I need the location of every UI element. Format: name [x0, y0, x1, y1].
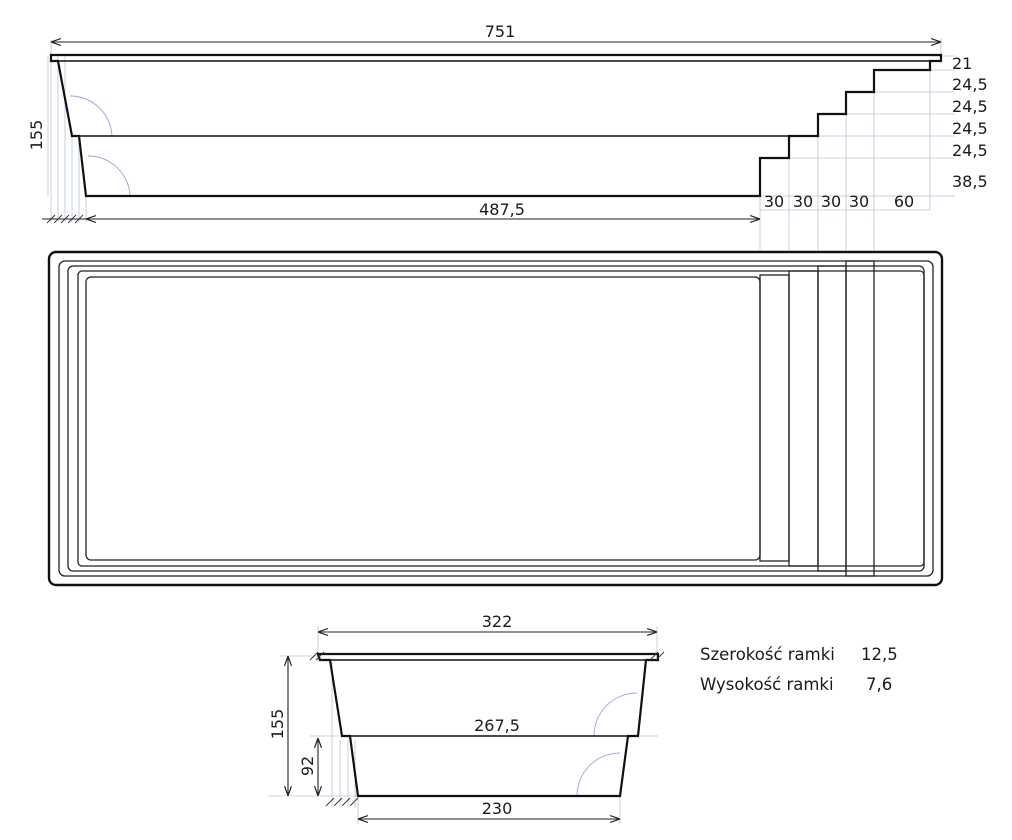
plan-step-4	[845, 260, 875, 577]
frame-height-value: 7,6	[866, 675, 892, 694]
plan-step-2	[788, 270, 819, 567]
dim-cross-top-width: 322	[482, 612, 513, 631]
plan-rim-inner	[58, 260, 934, 577]
dim-side-depth: 155	[27, 120, 46, 151]
side-section-profile	[49, 53, 943, 198]
frame-width-label: Szerokość ramki	[700, 645, 835, 664]
slope-arc-lower	[87, 155, 131, 197]
plan-view	[47, 250, 944, 587]
dim-step-height-5: 24,5	[952, 141, 988, 160]
plan-outer-rim	[47, 250, 944, 587]
cross-top-ticks	[309, 651, 665, 661]
frame-height-label: Wysokość ramki	[700, 675, 834, 694]
dim-step-height-2: 24,5	[952, 75, 988, 94]
dim-step-width-5: 60	[894, 192, 914, 211]
dim-cross-mid-width: 267,5	[474, 716, 520, 735]
side-section-view: 751 487,5 155 21 24,5 24,5 24,5 24,5 38,…	[27, 22, 988, 250]
dim-floor-length: 487,5	[479, 200, 525, 219]
dim-ticks-left	[46, 214, 84, 224]
step-width-labels: 30 30 30 30 60	[760, 192, 930, 211]
dim-step-height-1: 21	[952, 54, 972, 73]
dim-cross-bottom-width: 230	[482, 799, 513, 818]
dim-step-width-2: 30	[793, 192, 813, 211]
plan-floor	[85, 276, 761, 561]
cross-bottom-ticks	[325, 797, 359, 807]
cross-extension-lines	[268, 626, 658, 824]
plan-wall-line	[77, 270, 925, 567]
slope-arc-upper	[69, 95, 113, 137]
step-height-labels: 21 24,5 24,5 24,5 24,5 38,5	[952, 54, 988, 191]
dim-cross-shallow-depth: 92	[298, 756, 317, 776]
dim-step-width-1: 30	[764, 192, 784, 211]
frame-info: Szerokość ramki 12,5 Wysokość ramki 7,6	[700, 645, 898, 694]
dim-step-width-3: 30	[821, 192, 841, 211]
dim-top-length: 751	[485, 22, 516, 41]
cross-arc-lower	[576, 752, 621, 797]
frame-width-value: 12,5	[861, 645, 898, 664]
dim-step-height-3: 24,5	[952, 97, 988, 116]
side-extension-lines	[47, 38, 955, 250]
dim-step-height-4: 24,5	[952, 119, 988, 138]
plan-step-1	[759, 274, 790, 562]
dim-step-height-6: 38,5	[952, 172, 988, 191]
dim-cross-depth: 155	[268, 709, 287, 740]
cross-arc-upper	[593, 692, 638, 737]
plan-step-3	[817, 265, 847, 572]
dim-step-width-4: 30	[849, 192, 869, 211]
plan-bench-line	[67, 265, 925, 572]
cross-section-view: 322 267,5 230 155 92	[268, 612, 665, 824]
